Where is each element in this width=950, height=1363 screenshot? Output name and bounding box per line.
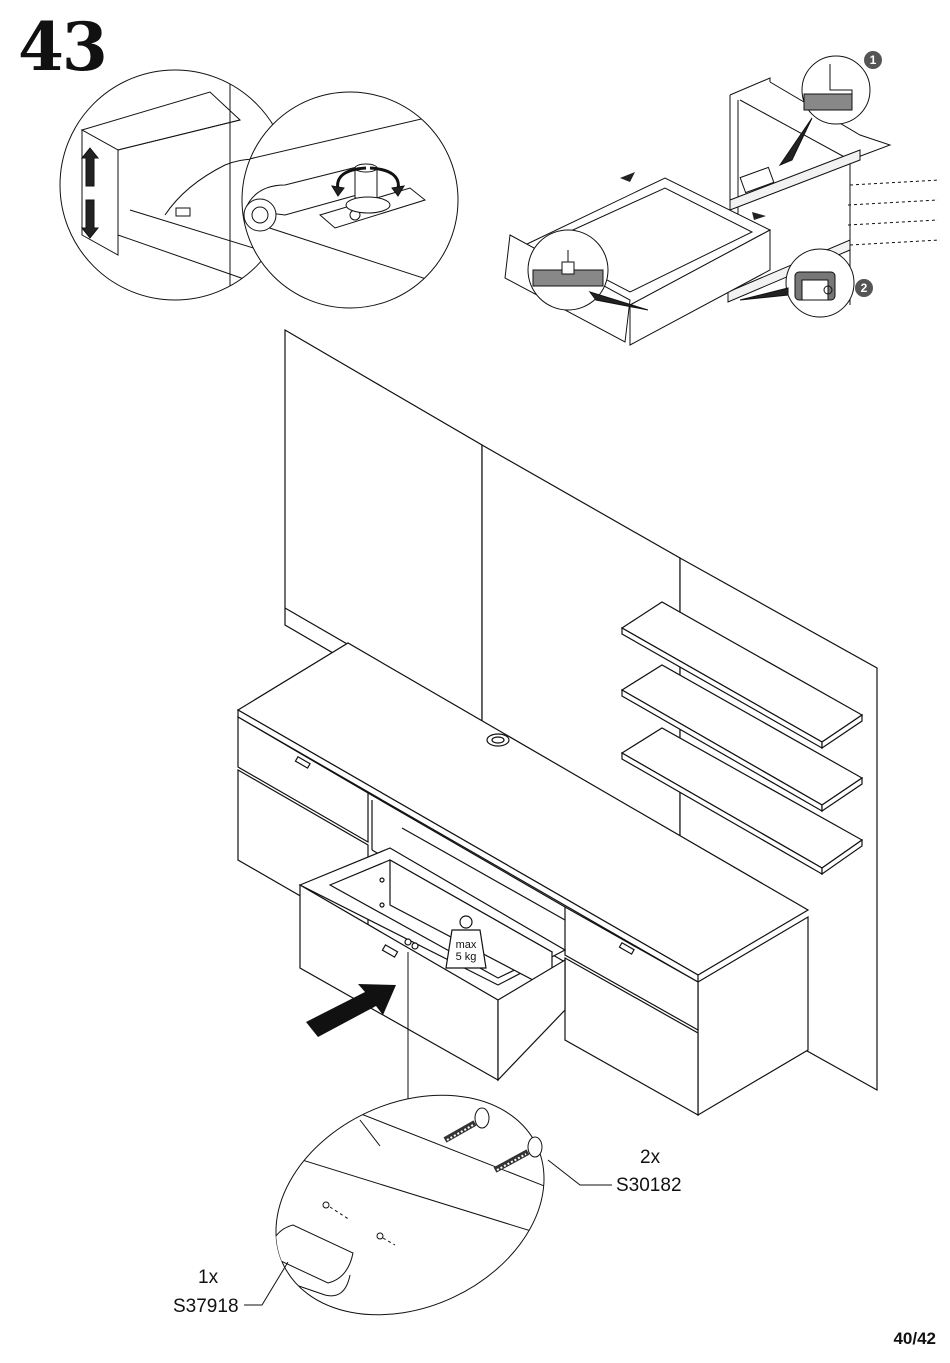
- callout-badge-2: 2: [855, 279, 873, 297]
- callout-badge-1: 1: [864, 51, 882, 69]
- part-qty-handle: 1x: [198, 1268, 218, 1287]
- page-number: 40/42: [893, 1329, 936, 1349]
- part-code-screw: S30182: [616, 1176, 682, 1195]
- drawer-runner-detail: [505, 56, 940, 345]
- detail-ellipse-handle: [240, 1053, 612, 1356]
- part-qty-screw: 2x: [640, 1148, 660, 1167]
- detail-circle-leveler: [242, 92, 460, 308]
- part-code-handle: S37918: [173, 1297, 239, 1316]
- weight-label: max 5 kg: [449, 939, 483, 963]
- weight-label-line1: max: [449, 939, 483, 951]
- weight-label-line2: 5 kg: [449, 951, 483, 963]
